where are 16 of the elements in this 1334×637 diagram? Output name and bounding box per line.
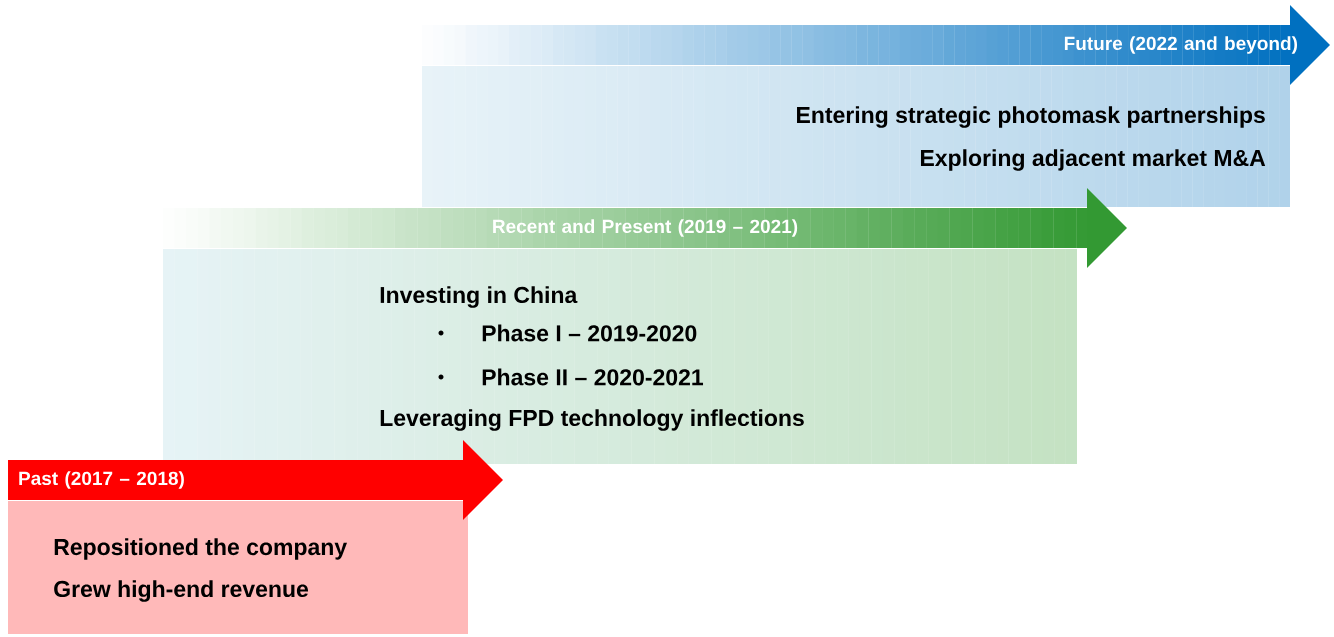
text-panel	[163, 249, 1077, 464]
arrow-banner: Past (2017 – 2018)	[8, 440, 503, 520]
panel-text: Exploring adjacent market M&A	[921, 149, 1266, 171]
text-panel	[8, 501, 468, 634]
node-label: Recent and Present (2019 – 2021)	[493, 219, 798, 237]
panel-text: Investing in China	[380, 286, 578, 308]
panel-text: Leveraging FPD technology inflections	[380, 409, 804, 431]
text-panel	[422, 66, 1290, 207]
arrow-banner: Recent and Present (2019 – 2021)	[163, 188, 1127, 268]
panel-text: Phase II – 2020-2021	[482, 368, 704, 386]
arrow-banner: Future (2022 and beyond)	[422, 5, 1330, 85]
node-label: Future (2022 and beyond)	[1064, 36, 1298, 54]
panel-text: Phase I – 2019-2020	[482, 324, 697, 342]
panel-text: Repositioned the company	[54, 538, 347, 560]
panel-text: Entering strategic photomask partnerships	[797, 106, 1265, 128]
panel-text: Grew high-end revenue	[54, 580, 309, 602]
